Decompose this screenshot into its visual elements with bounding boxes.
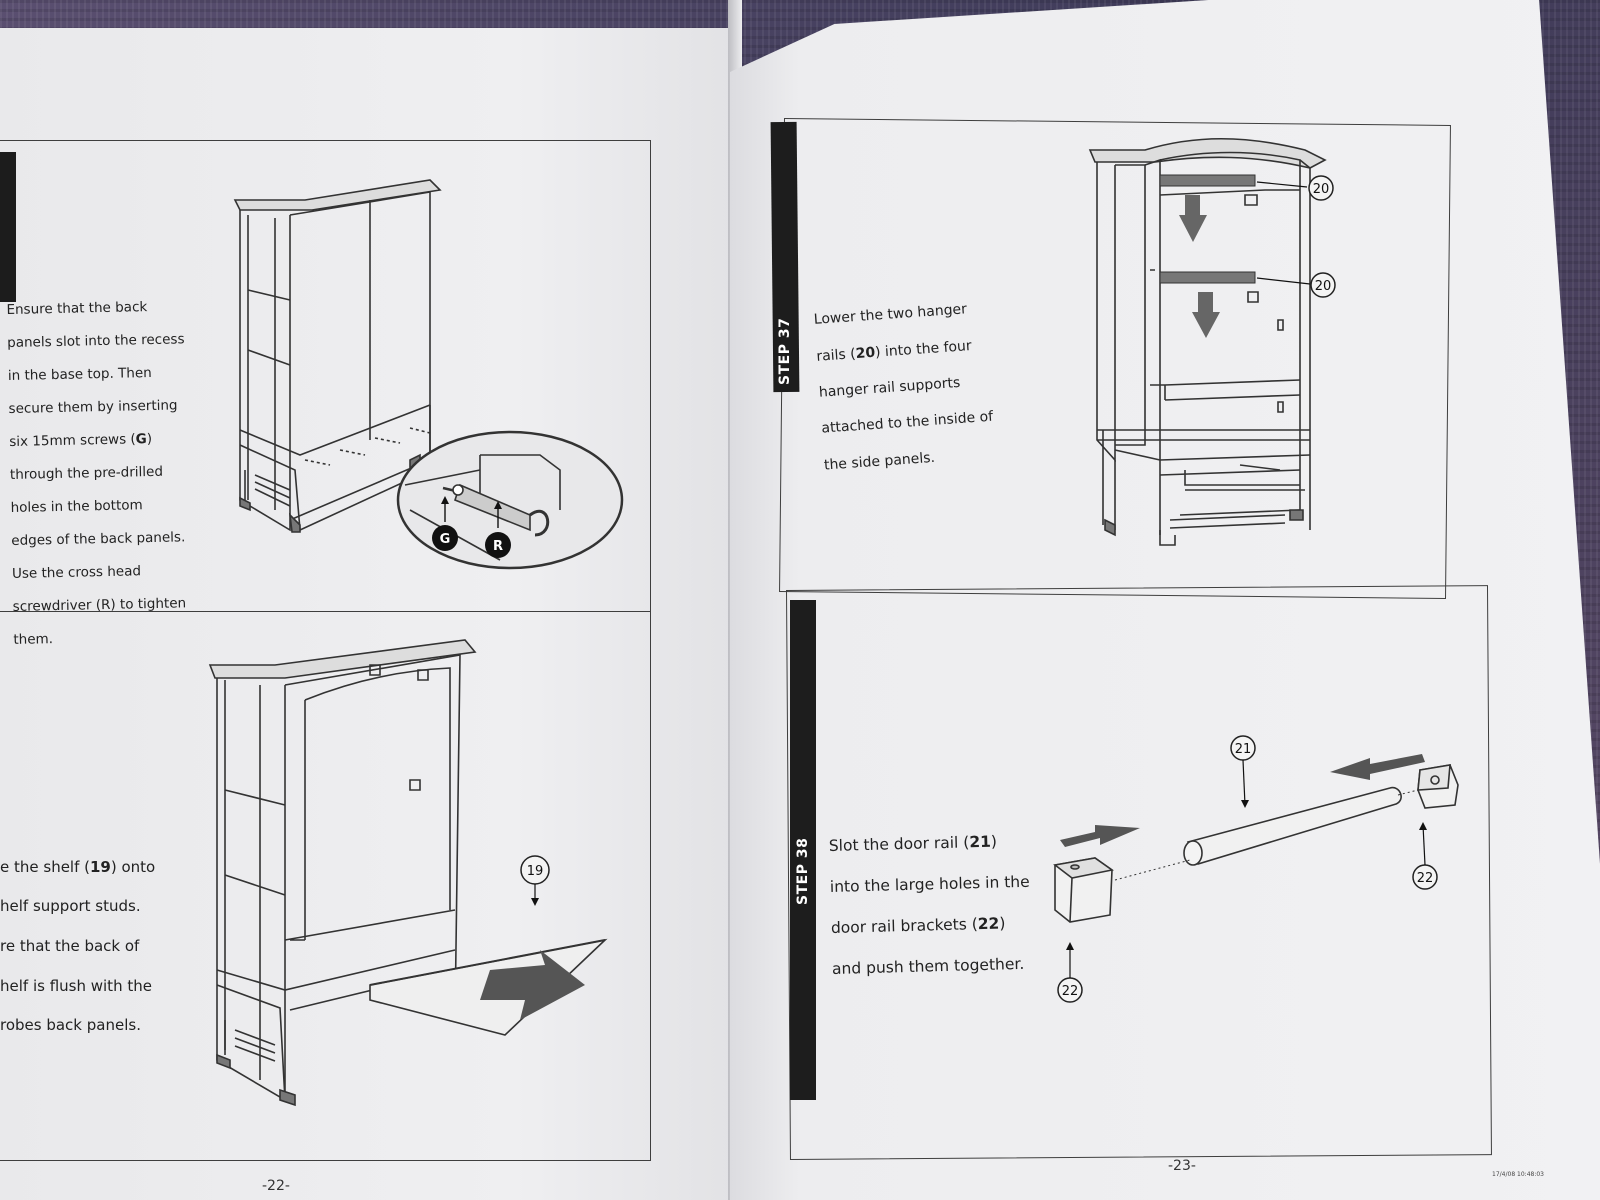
instruction-line: six 15mm screws (G) bbox=[9, 431, 153, 451]
callout-20-upper-circle bbox=[1308, 175, 1334, 201]
instruction-line: through the pre-drilled bbox=[9, 463, 164, 484]
screw-g-badge bbox=[432, 525, 458, 551]
screwdriver-r-label: R bbox=[493, 539, 503, 554]
instruction-line: screwdriver (R) to tighten bbox=[12, 595, 187, 615]
left-arrow bbox=[1330, 754, 1425, 780]
shelf-direction-arrow bbox=[480, 950, 585, 1020]
screwdriver-r-badge bbox=[485, 532, 511, 558]
hanger-rail-upper bbox=[1159, 174, 1256, 187]
instruction-line: secure them by inserting bbox=[8, 397, 178, 418]
right-page bbox=[730, 0, 1600, 1200]
instruction-line: robes back panels. bbox=[0, 1016, 141, 1035]
left-page-number: -22- bbox=[262, 1178, 290, 1194]
instruction-line: hanger rail supports bbox=[818, 374, 961, 401]
instruction-line: into the large holes in the bbox=[829, 872, 1030, 896]
right-page-number: -23- bbox=[1168, 1158, 1196, 1174]
instruction-line: helf support studs. bbox=[0, 897, 141, 916]
callout-22-right-label: 22 bbox=[1417, 871, 1434, 886]
shelf-instruction: e the shelf (19) onto helf support studs… bbox=[0, 838, 155, 1056]
callout-20-lower-label: 20 bbox=[1315, 279, 1332, 294]
down-arrow-upper bbox=[1179, 195, 1207, 242]
step-36-frame bbox=[0, 140, 651, 612]
callout-20-upper-label: 20 bbox=[1313, 182, 1330, 197]
callout-19-label: 19 bbox=[527, 864, 544, 879]
instruction-line: panels slot into the recess bbox=[7, 331, 185, 352]
callout-21-label: 21 bbox=[1235, 742, 1252, 757]
instruction-line: holes in the bottom bbox=[10, 497, 143, 517]
step-37-instruction: Lower the two hanger rails (20) into the… bbox=[812, 281, 998, 493]
instruction-line: in the base top. Then bbox=[7, 365, 152, 385]
screw-g-label: G bbox=[440, 532, 451, 547]
instruction-line: and push them together. bbox=[831, 955, 1025, 979]
callout-20-lower-circle bbox=[1310, 272, 1336, 298]
instruction-line: Lower the two hanger bbox=[813, 301, 968, 329]
instruction-line: edges of the back panels. bbox=[11, 529, 186, 549]
door-rail-illustration: 21 22 22 bbox=[1053, 735, 1459, 1003]
instruction-line: helf is flush with the bbox=[0, 976, 152, 995]
instruction-line: e the shelf (19) onto bbox=[0, 857, 156, 876]
instruction-line: door rail brackets (22) bbox=[830, 914, 1006, 938]
step-36-instruction: Ensure that the back panels slot into th… bbox=[6, 282, 191, 664]
callout-22-left-label: 22 bbox=[1062, 984, 1079, 999]
step-37-label: STEP 37 bbox=[777, 317, 793, 385]
left-page bbox=[0, 28, 736, 1200]
hanger-rails-illustration: 20 20 bbox=[1088, 138, 1336, 546]
wardrobe-back-panels-illustration: G R bbox=[233, 179, 624, 570]
instruction-line: Ensure that the back bbox=[6, 299, 148, 319]
wardrobe-shelf-illustration: 19 bbox=[208, 639, 608, 1107]
step-38-instruction: Slot the door rail (21) into the large h… bbox=[828, 810, 1033, 1001]
instruction-line: the side panels. bbox=[823, 449, 936, 474]
instruction-line: them. bbox=[13, 630, 54, 648]
print-timestamp: 17/4/08 10:48:03 bbox=[1492, 1171, 1544, 1178]
instruction-line: rails (20) into the four bbox=[815, 337, 973, 365]
hanger-rail-lower bbox=[1159, 271, 1256, 284]
step-38-bar bbox=[790, 600, 816, 1100]
instruction-line: re that the back of bbox=[0, 936, 140, 955]
right-arrow bbox=[1060, 825, 1140, 847]
instruction-line: Slot the door rail (21) bbox=[828, 832, 998, 855]
down-arrow-lower bbox=[1192, 292, 1220, 338]
step-tab-edge bbox=[0, 152, 16, 302]
shelf-step-frame bbox=[0, 610, 651, 1161]
instruction-line: attached to the inside of bbox=[820, 409, 994, 437]
step-38-label: STEP 38 bbox=[795, 837, 811, 905]
instruction-line: Use the cross head bbox=[11, 563, 142, 582]
